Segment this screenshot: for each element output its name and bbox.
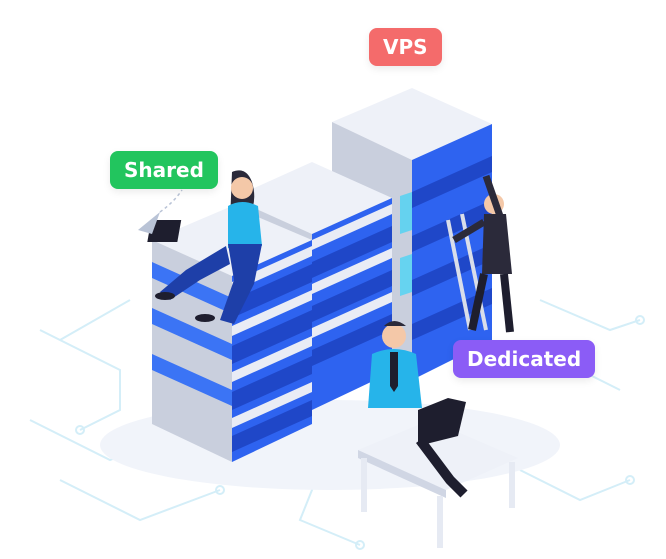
paper-plane-icon [138,189,183,234]
person-man-ladder [446,174,514,333]
person-woman-laptop [147,170,262,324]
vps-badge: VPS [369,28,442,66]
person-man-desk [358,321,518,548]
dedicated-badge: Dedicated [453,340,596,378]
shared-badge: Shared [110,151,218,189]
